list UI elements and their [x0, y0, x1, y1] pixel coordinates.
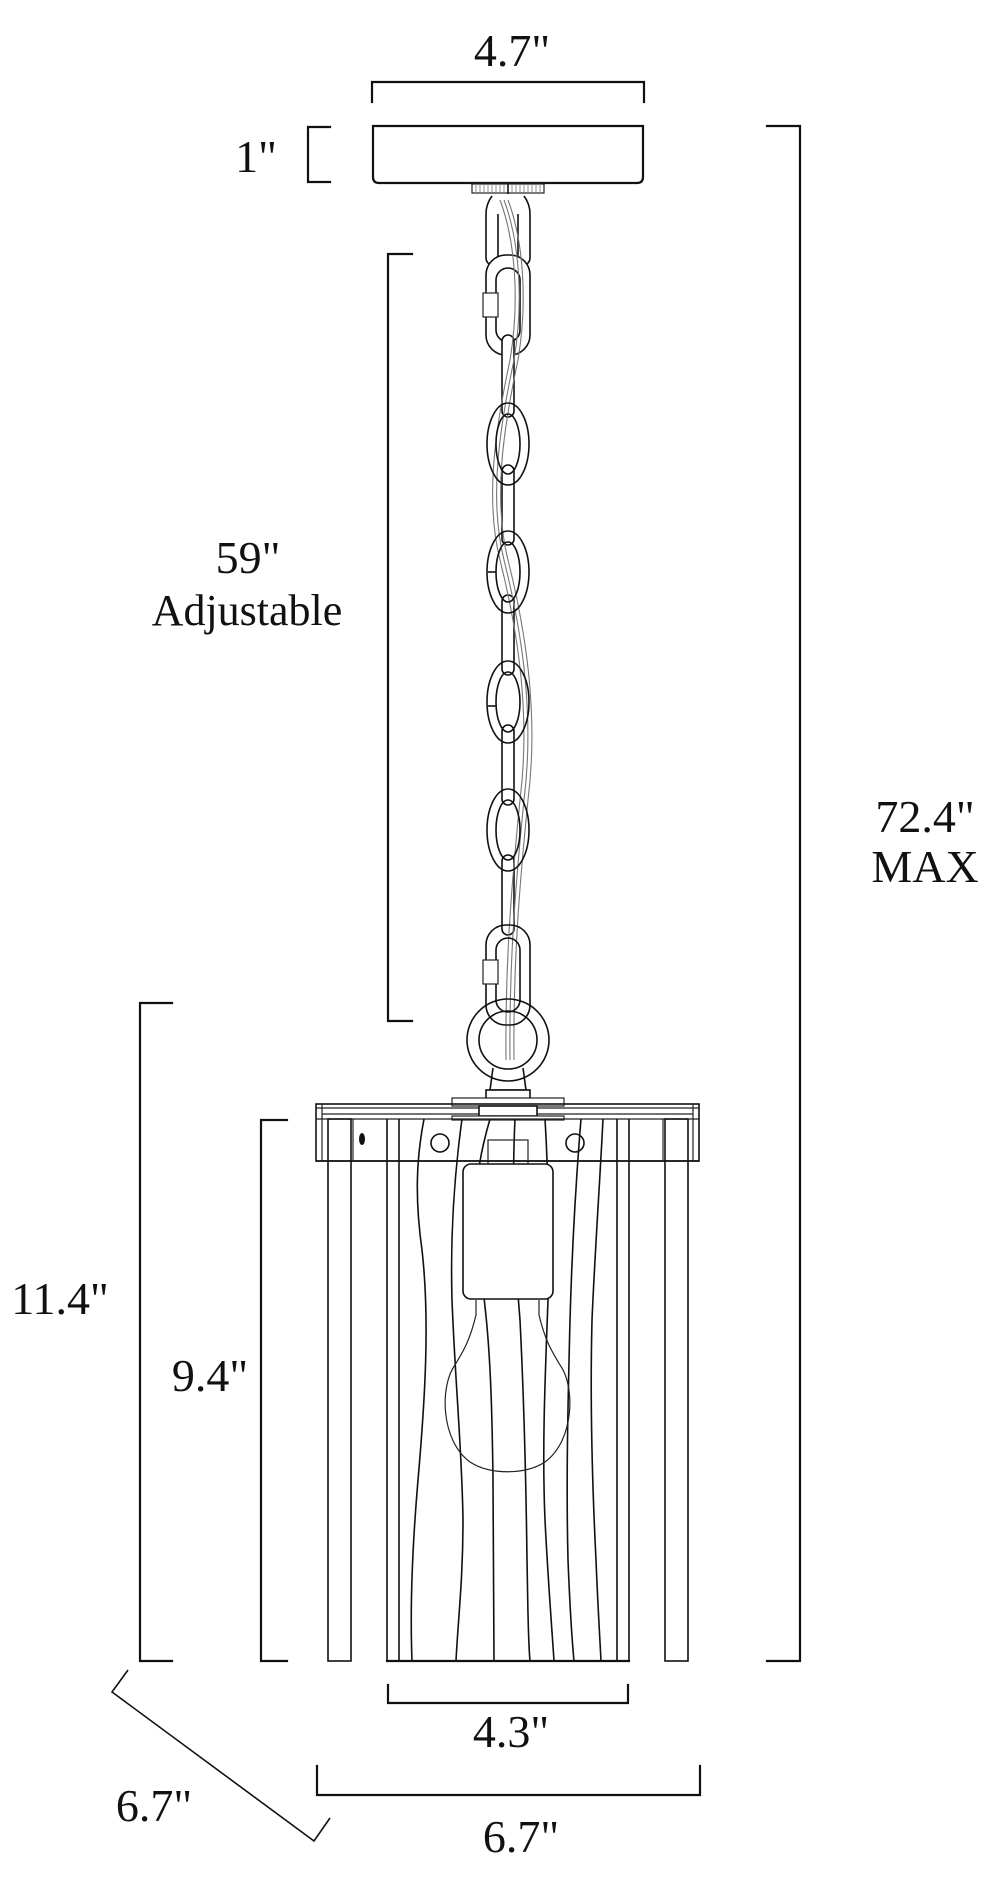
chain-length-bracket: [386, 252, 414, 1023]
glass-height-label: 9.4": [172, 1350, 248, 1401]
canopy-height-bracket: [306, 125, 332, 184]
canopy-width-label: 4.7": [474, 25, 550, 76]
fixture-width-dimension: 6.7": [315, 1764, 702, 1862]
screw-mark: [359, 1133, 365, 1145]
overall-height-label: 72.4": [875, 791, 974, 842]
overall-height-bracket: [765, 124, 802, 1663]
fixture-height-label: 11.4": [11, 1273, 109, 1324]
top-plate: [451, 1097, 565, 1107]
canopy-height-label: 1": [235, 131, 277, 182]
oval-links: [486, 402, 530, 872]
hanging-ring: [466, 998, 550, 1103]
overall-height-note: MAX: [871, 841, 978, 892]
fixture-depth-dimension: 6.7": [110, 1669, 331, 1843]
glass-height-bracket: [259, 1118, 289, 1663]
chain: [466, 195, 550, 1103]
fixture-cage: [315, 1097, 700, 1663]
fixture-width-label: 6.7": [483, 1811, 559, 1862]
chain-length-dimension: 59" Adjustable: [152, 252, 414, 1023]
fixture-height-bracket: [138, 1001, 174, 1663]
oval-link-4: [486, 788, 530, 872]
oval-link-3: [486, 660, 530, 744]
overall-height-dimension: 72.4" MAX: [765, 124, 979, 1663]
chain-length-label: 59": [216, 532, 281, 583]
chain-length-note: Adjustable: [152, 586, 343, 635]
left-post: [327, 1118, 352, 1662]
bulb: [444, 1300, 571, 1473]
right-post: [664, 1118, 689, 1662]
canopy-nut-knurl: [475, 185, 541, 192]
lower-carabiner: [482, 924, 531, 1026]
fixture-depth-bracket: [110, 1669, 331, 1843]
glass-width-dimension: 4.3": [386, 1683, 630, 1757]
canopy-width-dimension: 4.7": [370, 25, 646, 104]
center-hub: [478, 1105, 538, 1117]
fixture-width-bracket: [315, 1764, 702, 1797]
glass-width-bracket: [386, 1683, 630, 1705]
fixture-height-dimension: 11.4": [11, 1001, 174, 1663]
mount-hole-right: [565, 1133, 585, 1153]
side-links: [501, 334, 515, 936]
power-wires: [492, 199, 533, 1061]
wavy-glass: [385, 1118, 631, 1663]
canopy-body: [371, 124, 645, 185]
fixture-depth-label: 6.7": [116, 1780, 192, 1831]
canopy-width-bracket: [370, 80, 646, 104]
glass-width-label: 4.3": [473, 1706, 549, 1757]
bulb-socket: [462, 1139, 554, 1300]
oval-link-2: [486, 530, 530, 614]
glass-height-dimension: 9.4": [172, 1118, 289, 1663]
oval-link-1: [486, 402, 530, 486]
canopy: [371, 124, 645, 194]
mount-hole-left: [430, 1133, 450, 1153]
canopy-height-dimension: 1": [235, 125, 332, 184]
